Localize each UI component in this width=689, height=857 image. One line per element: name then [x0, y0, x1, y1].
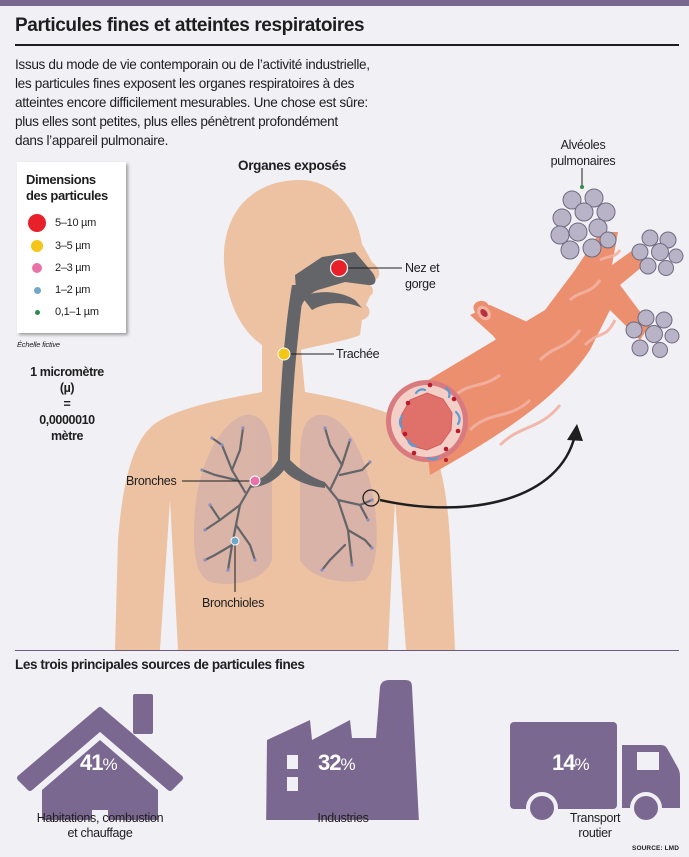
label-line: et chauffage — [67, 826, 133, 840]
airway — [250, 252, 376, 488]
source-credit: SOURCE: LMD — [632, 845, 679, 852]
respiratory-diagram — [115, 168, 684, 650]
legend-item-label: 5–10 µm — [55, 217, 96, 229]
page-title: Particules fines et atteintes respiratoi… — [15, 15, 365, 36]
alveoli-cluster-bottom — [625, 309, 680, 358]
sources-icons — [17, 680, 680, 820]
particle-dot-icon — [31, 240, 43, 252]
percent-value: 41 — [80, 750, 104, 775]
unit-line: (µ) — [59, 381, 75, 395]
intro-line: atteintes encore difficilement mesurable… — [15, 95, 368, 110]
intro-line: Issus du mode de vie contemporain ou de … — [15, 57, 370, 72]
branch-tips — [200, 426, 374, 572]
legend-item: 5–10 µm — [17, 214, 96, 232]
particle-marker-trachee — [277, 347, 291, 361]
scale-note: Échelle fictive — [17, 340, 60, 349]
percent-industries: 32% — [318, 750, 356, 776]
legend-title-line1: Dimensions — [26, 172, 96, 187]
legend-item-label: 0,1–1 µm — [55, 306, 99, 318]
legend-item: 3–5 µm — [17, 240, 90, 252]
arrow-head-icon — [567, 424, 583, 441]
particle-marker-nez — [329, 258, 349, 278]
percent-transport: 14% — [552, 750, 590, 776]
percent-sign: % — [574, 755, 589, 774]
particle-marker-bronchioles — [230, 536, 240, 546]
top-accent-bar — [0, 0, 689, 6]
label-line: gorge — [405, 277, 436, 291]
unit-line: 0,0000010 — [39, 413, 95, 427]
intro-line: dans l’appareil pulmonaire. — [15, 133, 169, 148]
legend-item-label: 1–2 µm — [55, 284, 91, 296]
label-industries: Industries — [283, 811, 403, 826]
sources-divider — [15, 650, 679, 651]
label-habitations: Habitations, combustion et chauffage — [10, 811, 190, 841]
percent-sign: % — [340, 755, 355, 774]
alveoli-cluster-top — [550, 188, 617, 260]
label-line: pulmonaires — [550, 154, 616, 168]
label-transport: Transport routier — [535, 811, 655, 841]
legend-title-line2: des particules — [26, 188, 108, 203]
unit-line: mètre — [50, 429, 84, 443]
house-icon — [17, 694, 183, 820]
arm-gap-right — [388, 500, 406, 650]
zoom-arrow — [379, 434, 577, 509]
percent-value: 32 — [318, 750, 342, 775]
tube-cross-section — [386, 380, 468, 462]
unit-conversion: 1 micromètre (µ) = 0,0000010 mètre — [17, 364, 117, 444]
label-line: Nez et — [405, 261, 440, 275]
lungs — [193, 414, 377, 584]
truck-icon — [510, 722, 680, 820]
percent-habitations: 41% — [80, 750, 118, 776]
bronchial-tree-right — [320, 426, 374, 572]
zoom-circle — [362, 489, 380, 507]
particle-dot-icon — [28, 214, 46, 232]
diagram-heading: Organes exposés — [238, 158, 347, 173]
legend-item-label: 3–5 µm — [55, 240, 91, 252]
particle-marker-bronches — [249, 475, 261, 487]
label-line: routier — [578, 826, 612, 840]
unit-line: = — [63, 397, 71, 411]
sources-title: Les trois principales sources de particu… — [15, 657, 305, 672]
particle-size-legend: Dimensions des particules 5–10 µm 3–5 µm… — [17, 162, 126, 333]
label-trachee: Trachée — [336, 347, 380, 361]
intro-paragraph: Issus du mode de vie contemporain ou de … — [15, 55, 435, 150]
legend-item-label: 2–3 µm — [55, 262, 91, 274]
factory-icon — [266, 680, 419, 820]
title-divider — [15, 44, 679, 46]
label-bronches: Bronches — [126, 474, 177, 488]
bronchiole-tube — [420, 232, 650, 475]
alveoli-cluster-right — [631, 229, 684, 276]
intro-line: plus elles sont petites, plus elles pénè… — [15, 114, 338, 129]
arm-gap-left — [160, 500, 178, 650]
particle-dot-icon — [33, 286, 41, 294]
percent-sign: % — [102, 755, 117, 774]
label-line: Habitations, combustion — [36, 811, 164, 825]
intro-line: les particules fines exposent les organe… — [15, 76, 355, 91]
legend-item: 1–2 µm — [17, 284, 90, 296]
legend-item: 0,1–1 µm — [17, 306, 99, 318]
unit-line: 1 micromètre — [30, 365, 104, 379]
pointer-lines — [182, 168, 583, 592]
legend-item: 2–3 µm — [17, 262, 90, 274]
percent-value: 14 — [552, 750, 576, 775]
label-nez-gorge: Nez et gorge — [405, 260, 440, 292]
label-line: Industries — [317, 811, 369, 825]
particle-marker-alveoles — [580, 185, 584, 189]
particle-dot-icon — [34, 309, 40, 315]
label-bronchioles: Bronchioles — [202, 596, 265, 610]
bronchial-tree-left — [200, 426, 257, 572]
label-line: Alvéoles — [560, 138, 606, 152]
particle-dot-icon — [32, 263, 42, 273]
label-alveoles: Alvéoles pulmonaires — [548, 137, 618, 169]
label-line: Transport — [569, 811, 621, 825]
